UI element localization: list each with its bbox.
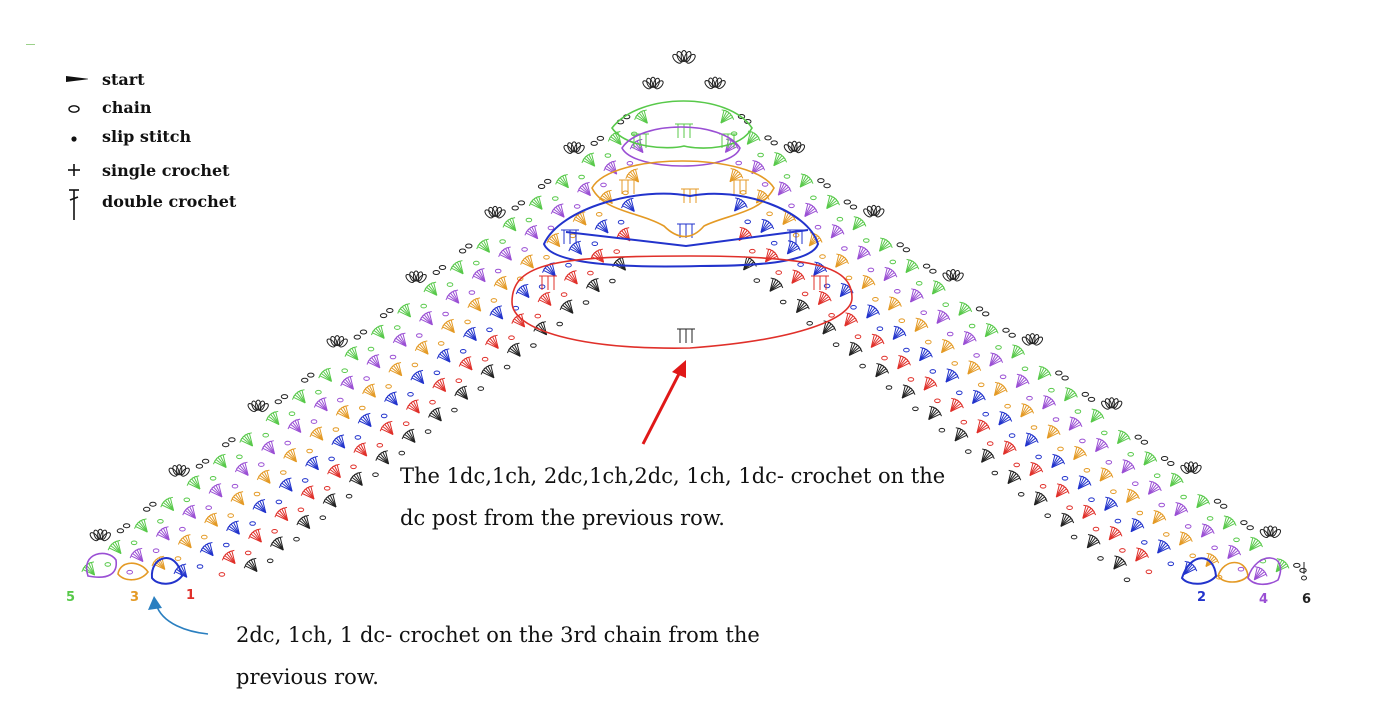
stitch-band <box>173 197 635 578</box>
stitch-band <box>743 256 1131 583</box>
row6-right-loop <box>1247 557 1282 586</box>
bottom-annotation-line1: 2dc, 1ch, 1 dc- crochet on the 3rd chain… <box>236 623 760 647</box>
stitch-band <box>724 138 1268 581</box>
legend-label: double crochet <box>102 192 237 211</box>
start-arrow-icon <box>66 76 88 82</box>
stitch-band <box>151 168 640 570</box>
stitch-band <box>738 226 1153 575</box>
stitch-band <box>89 76 664 542</box>
legend-label: start <box>102 70 145 89</box>
stitch-band <box>729 168 1223 580</box>
bottom-annotation-line2: previous row. <box>236 665 379 689</box>
stitch-band <box>126 138 644 575</box>
bottom-arrow-head <box>148 596 162 610</box>
row-number-6: 6 <box>1302 592 1312 607</box>
center-annotation-line2: dc post from the previous row. <box>400 506 725 530</box>
row1-center-loop <box>511 255 853 349</box>
row-number-2: 2 <box>1197 590 1207 605</box>
row3-left-loop <box>117 562 149 581</box>
stitch-layer <box>81 50 1307 583</box>
stitch-band <box>81 109 648 576</box>
row-number-1: 1 <box>186 588 196 603</box>
stitch-band <box>243 256 626 572</box>
center-stitches <box>539 50 1307 581</box>
plus-icon <box>68 164 80 176</box>
row-number-4: 4 <box>1259 592 1269 607</box>
row2-center-v <box>565 229 809 248</box>
center-annotation: The 1dc,1ch, 2dc,1ch,2dc, 1ch, 1dc- croc… <box>400 455 945 539</box>
center-arrow <box>641 367 684 445</box>
row1-left-loop <box>150 557 184 585</box>
row2-right-loop <box>1180 557 1218 585</box>
row3-center-loop <box>591 160 775 238</box>
center-annotation-line1: The 1dc,1ch, 2dc,1ch,2dc, 1ch, 1dc- croc… <box>400 464 946 488</box>
slip-stitch-dot-icon <box>71 136 77 142</box>
chain-oval-icon <box>68 105 80 113</box>
bottom-annotation: 2dc, 1ch, 1 dc- crochet on the 3rd chain… <box>236 614 760 698</box>
bottom-arrow <box>155 603 209 635</box>
stitch-band <box>704 76 1307 573</box>
row4-right-loop <box>1217 561 1249 583</box>
row-number-3: 3 <box>130 590 140 605</box>
row-number-5: 5 <box>66 590 76 605</box>
legend-label: slip stitch <box>102 127 192 146</box>
row5-left-loop <box>85 552 117 578</box>
annotation-arrows <box>148 360 686 635</box>
highlight-loops <box>85 100 1282 586</box>
center-arrow-head <box>672 360 686 378</box>
legend-label: chain <box>102 98 152 117</box>
double-crochet-icon <box>69 189 79 220</box>
corner-mark <box>26 44 35 45</box>
legend-label: single crochet <box>102 161 230 180</box>
row2-center-loop <box>542 192 820 268</box>
stitch-band <box>734 197 1198 575</box>
